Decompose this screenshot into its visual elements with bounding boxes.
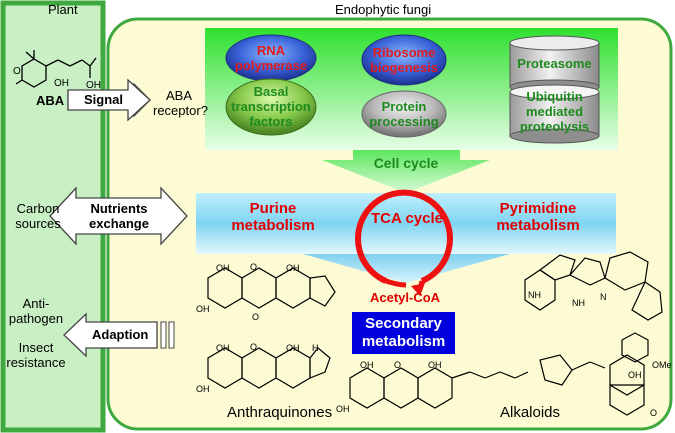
chem-nh-1: NH — [528, 290, 541, 300]
chem-o-2: O — [252, 312, 260, 322]
pyrimidine-metabolism-label: Pyrimidine metabolism — [496, 200, 580, 234]
proteasome-label: Proteasome — [517, 56, 592, 71]
alkaloid-structure-1 — [524, 251, 663, 321]
anthraquinones-caption: Anthraquinones — [227, 404, 333, 421]
nutrients-exchange-arrow: Nutrients exchange — [89, 201, 149, 231]
chem-nh-2: NH — [572, 298, 585, 308]
anthraquinone-structure-2 — [207, 347, 331, 389]
ribosome-biogenesis-label: Ribosome biogenesis — [370, 45, 438, 75]
basal-transcription-factors-label: Basal transcription factors — [231, 84, 311, 129]
chem-o-5: O — [650, 408, 658, 418]
chem-oh-9: OH — [336, 404, 350, 414]
secondary-metabolism-box: Secondary metabolism — [352, 312, 455, 354]
carbon-sources-label: Carbon sources — [15, 201, 61, 231]
chem-oh-2: OH — [286, 263, 300, 273]
tca-cycle-label: TCA cycle — [371, 210, 443, 227]
chem-oh-3: OH — [196, 304, 210, 314]
chem-oh-10: OH — [628, 370, 642, 380]
cell-cycle-label: Cell cycle — [373, 155, 439, 171]
chem-ome: OMe — [652, 360, 672, 370]
anti-pathogen-label: Anti- pathogen — [8, 296, 64, 326]
aba-receptor-label: ABA receptor? — [153, 88, 208, 118]
protein-processing-label: Protein processing — [369, 99, 439, 129]
fungi-title: Endophytic fungi — [335, 2, 432, 17]
aba-structure — [15, 50, 97, 88]
insect-resistance-label: Insect resistance — [6, 340, 66, 370]
anthraquinone-structure-1 — [207, 267, 336, 309]
ubiquitin-proteolysis-label: Ubiquitin mediated proteolysis — [519, 89, 590, 134]
alkaloids-caption: Alkaloids — [500, 404, 561, 421]
chem-oh-8: OH — [428, 360, 442, 370]
chem-oh-7: OH — [360, 360, 374, 370]
chem-oh-6: OH — [196, 384, 210, 394]
adaption-arrow: Adaption — [92, 327, 149, 342]
anthraquinone-structure-3 — [349, 367, 529, 409]
signal-arrow: Signal — [84, 92, 124, 107]
chem-oh-5: OH — [286, 343, 300, 353]
chem-n-1: N — [600, 292, 607, 302]
chem-oh-4: OH — [216, 343, 230, 353]
chem-h-1: H — [312, 343, 319, 353]
chem-oh-label-2: OH — [86, 80, 101, 91]
chem-o-3: O — [250, 342, 258, 352]
purine-metabolism-label: Purine metabolism — [231, 200, 315, 234]
chem-o-label: O — [13, 66, 21, 77]
aba-label: ABA — [36, 93, 65, 108]
alkaloid-structure-2 — [539, 332, 649, 416]
chem-oh-label: OH — [54, 78, 69, 89]
chem-o-4: O — [394, 360, 402, 370]
rna-polymerase-label: RNA polymerase — [234, 43, 308, 73]
chem-o-1: O — [250, 262, 258, 272]
acetyl-coa-label: Acetyl-CoA — [370, 290, 441, 305]
chem-oh-1: OH — [216, 263, 230, 273]
plant-title: Plant — [48, 2, 78, 17]
